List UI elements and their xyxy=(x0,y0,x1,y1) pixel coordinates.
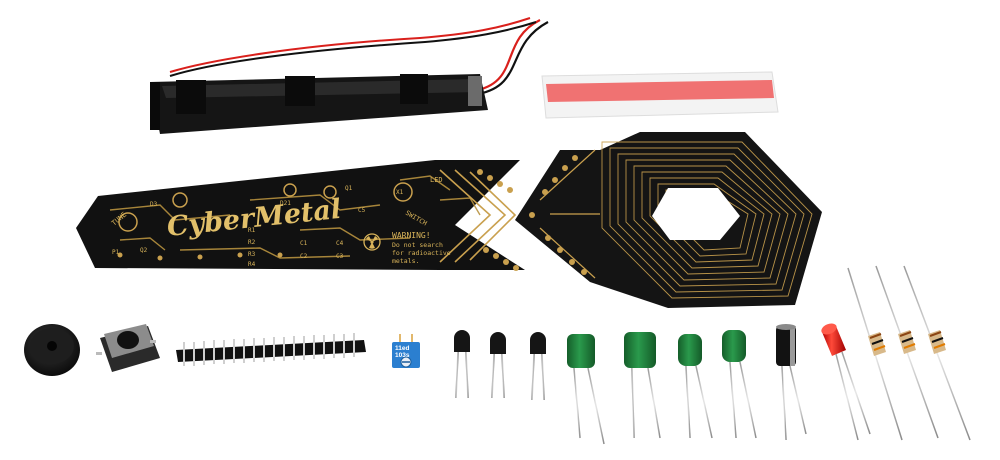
transistor-2 xyxy=(490,332,506,399)
transistor-3 xyxy=(530,332,546,401)
pcb-label-d3: D3 xyxy=(150,201,158,208)
pcb-label-r2: R2 xyxy=(248,239,256,246)
pcb-warning-line1: WARNING! xyxy=(392,231,431,240)
red-led xyxy=(821,323,871,441)
transistor-1 xyxy=(454,330,470,399)
pcb-label-r1: R1 xyxy=(248,227,256,234)
pcb-warning-line4: metals. xyxy=(392,257,419,265)
tape-red-stripe xyxy=(546,80,774,102)
adhesive-tape-strip xyxy=(541,71,779,119)
pcb-label-c2: C2 xyxy=(300,253,308,260)
pcb-label-d21: D21 xyxy=(280,200,291,207)
pcb-label-q2: Q2 xyxy=(140,247,148,254)
resistor-1 xyxy=(847,267,903,441)
pin-header xyxy=(176,333,366,366)
pcb-label-c5: C5 xyxy=(358,207,366,214)
film-capacitor-1 xyxy=(567,334,605,445)
radiation-symbol xyxy=(363,233,381,251)
film-capacitor-3 xyxy=(678,334,713,439)
black-wire xyxy=(169,21,537,77)
coil-pcb xyxy=(515,132,822,308)
trimmer-potentiometer: 11ed 103s xyxy=(392,334,420,368)
resistor-2 xyxy=(875,265,939,439)
resistor-3 xyxy=(903,265,971,441)
pcb-label-c4: C4 xyxy=(336,240,344,247)
red-wire xyxy=(169,17,531,73)
pcb-label-c1: C1 xyxy=(300,240,308,247)
pcb-label-c3: C3 xyxy=(336,253,344,260)
pot-marking-line1: 11ed xyxy=(395,345,409,352)
pot-marking-line2: 103s xyxy=(395,352,410,359)
pcb-label-r4: R4 xyxy=(248,261,256,268)
pcb-label-q1: Q1 xyxy=(345,185,353,192)
pcb-label-p1: P1 xyxy=(112,249,120,256)
pcb-label-led: LED xyxy=(430,176,443,184)
arrow-pcb: CyberMetal WARNING! Do not search for ra… xyxy=(76,160,525,271)
pcb-warning-line2: Do not search xyxy=(392,241,443,249)
film-capacitor-2 xyxy=(624,332,661,439)
tactile-switch xyxy=(96,324,160,372)
red-wire xyxy=(477,19,541,92)
pcb-warning-line3: for radioactive xyxy=(392,249,451,257)
pcb-label-r3: R3 xyxy=(248,251,256,258)
electrolytic-capacitor xyxy=(776,324,807,441)
battery-holder xyxy=(150,17,549,134)
pcb-label-x1: X1 xyxy=(396,189,404,196)
piezo-buzzer xyxy=(24,324,80,376)
black-wire xyxy=(477,21,549,96)
arrow-pcb-board xyxy=(76,160,525,270)
coil-center-hole xyxy=(652,188,740,240)
film-capacitor-4 xyxy=(722,330,757,439)
